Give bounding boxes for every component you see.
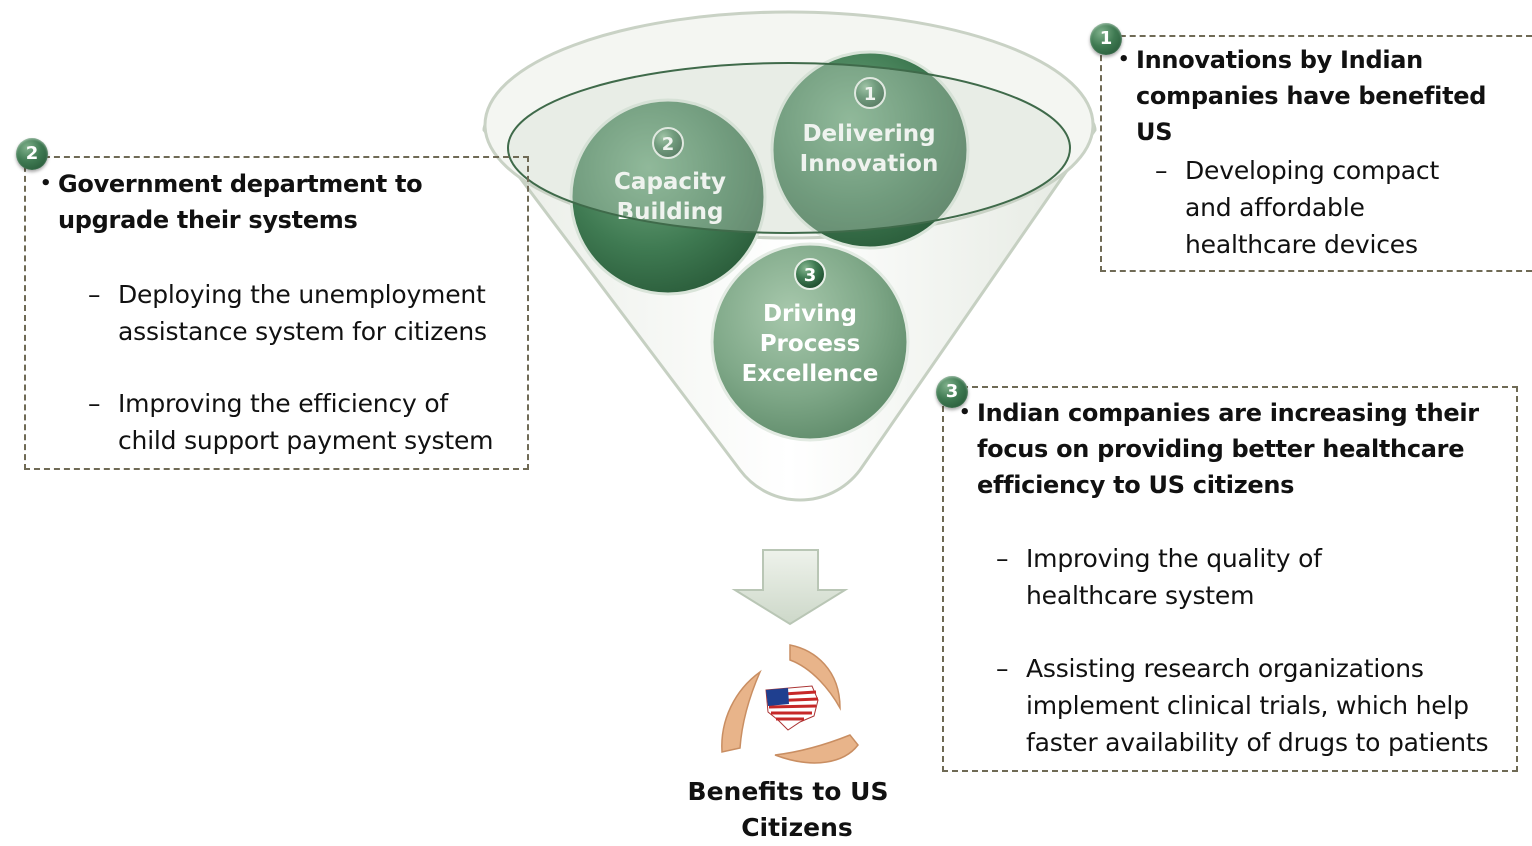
box-1-heading: • Innovations by Indian companies have b…: [1118, 42, 1526, 150]
box-1-item-line: and affordable: [1185, 193, 1365, 222]
box-3-item-line: healthcare system: [1026, 581, 1255, 610]
box-2-item-line: Improving the efficiency of: [118, 389, 449, 418]
box-1-item-line: healthcare devices: [1185, 230, 1418, 259]
benefits-label-line2: Citizens: [741, 813, 853, 842]
box-3-heading-line: efficiency to US citizens: [977, 471, 1295, 499]
circle-capacity-building: 2 Capacity Building: [569, 98, 767, 296]
box-1-heading-line: Innovations by Indian: [1136, 46, 1423, 74]
dash-icon: –: [1155, 156, 1168, 185]
box-innovations: [1100, 35, 1532, 272]
box-3-item-line: Improving the quality of: [1026, 544, 1322, 573]
box-indian-companies: [942, 386, 1518, 772]
bullet-icon: •: [40, 173, 52, 194]
box-1-heading-line: companies have benefited US: [1136, 82, 1487, 146]
benefits-label: Benefits to US Citizens: [660, 774, 916, 846]
box-3-item-2: – Assisting research organizations imple…: [996, 650, 1511, 761]
box-1-number-badge: 1: [1090, 23, 1122, 55]
box-2-item-line: assistance system for citizens: [118, 317, 487, 346]
box-3-item-1: – Improving the quality of healthcare sy…: [996, 540, 1506, 614]
hands-us-flag-icon: [721, 644, 859, 764]
funnel-glass-overlay: [507, 62, 1071, 234]
box-2-item-1: – Deploying the unemployment assistance …: [88, 276, 518, 350]
bullet-icon: •: [959, 402, 971, 423]
box-3-heading: • Indian companies are increasing their …: [959, 395, 1507, 503]
box-3-item-line: faster availability of drugs to patients: [1026, 728, 1489, 757]
circle-2-number: 2: [662, 134, 675, 155]
box-1-item-line: Developing compact: [1185, 156, 1440, 185]
box-2-item-2: – Improving the efficiency of child supp…: [88, 385, 518, 459]
box-2-heading: • Government department to upgrade their…: [40, 166, 498, 238]
box-2-number-badge: 2: [16, 138, 48, 170]
circle-2-line2: Building: [617, 199, 724, 225]
dash-icon: –: [996, 544, 1009, 573]
box-3-heading-line: Indian companies are increasing their: [977, 399, 1479, 427]
dash-icon: –: [88, 389, 101, 418]
benefits-label-line1: Benefits to US: [687, 777, 889, 806]
box-2-item-line: Deploying the unemployment: [118, 280, 486, 309]
circle-1-line2: Innovation: [800, 151, 939, 177]
box-3-item-line: implement clinical trials, which help: [1026, 691, 1469, 720]
circle-3-number: 3: [804, 265, 817, 286]
circle-delivering-innovation: 1 Delivering Innovation: [770, 50, 970, 250]
box-government: [24, 156, 529, 470]
circle-1-number: 1: [864, 84, 877, 105]
box-3-number-badge: 3: [936, 376, 968, 408]
circle-3-line1: Driving: [763, 301, 857, 327]
circle-3-line3: Excellence: [742, 361, 879, 387]
circle-driving-process-excellence: 3 Driving Process Excellence: [710, 242, 910, 442]
box-2-heading-line: Government department to: [58, 170, 423, 198]
circle-1-line1: Delivering: [802, 121, 935, 147]
circle-2-line1: Capacity: [614, 169, 726, 195]
box-2-heading-line: upgrade their systems: [58, 206, 358, 234]
dash-icon: –: [88, 280, 101, 309]
down-arrow-icon: [731, 549, 849, 626]
bullet-icon: •: [1118, 49, 1130, 70]
dash-icon: –: [996, 654, 1009, 683]
box-1-item: – Developing compact and affordable heal…: [1155, 152, 1505, 263]
box-2-item-line: child support payment system: [118, 426, 494, 455]
box-3-item-line: Assisting research organizations: [1026, 654, 1424, 683]
box-3-heading-line: focus on providing better healthcare: [977, 435, 1465, 463]
circle-3-line2: Process: [760, 331, 861, 357]
